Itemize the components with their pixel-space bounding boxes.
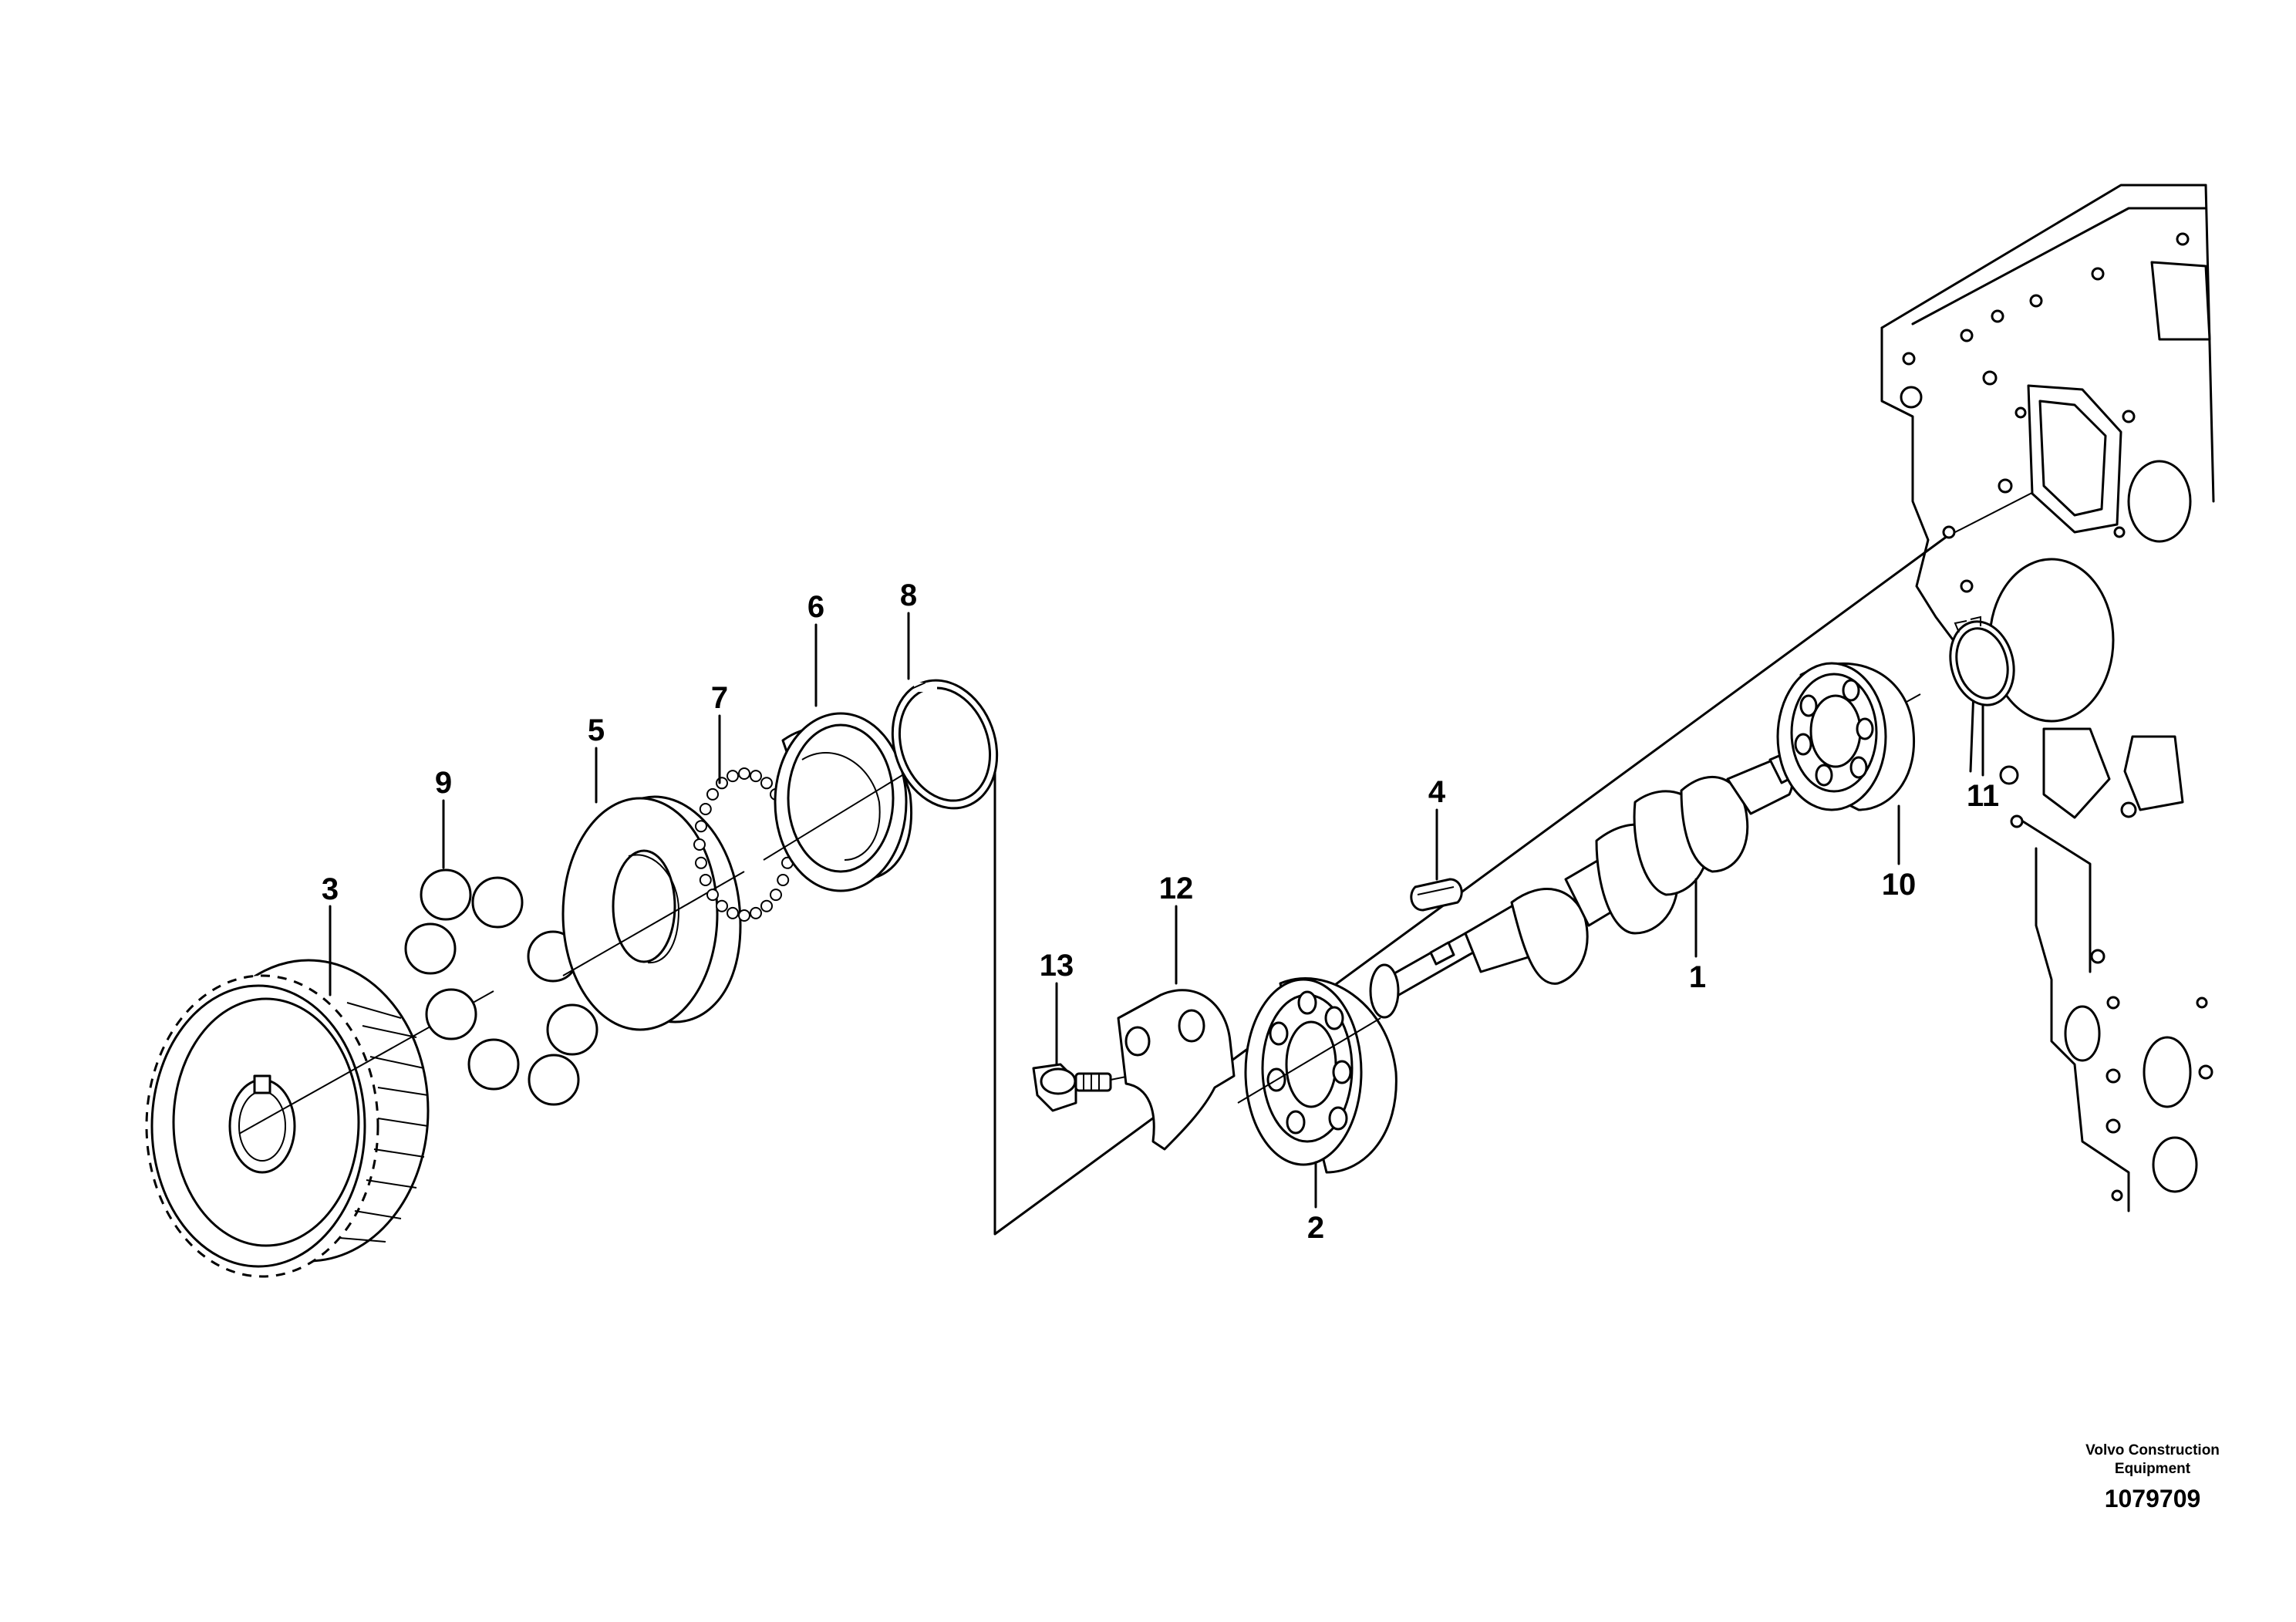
ring-ball — [727, 770, 739, 783]
callout-2: 2 — [1307, 1211, 1324, 1245]
publisher-line-1: Volvo Construction — [2085, 1442, 2220, 1458]
callout-labels: 1 2 3 4 5 6 7 8 9 10 11 12 13 — [322, 578, 1999, 1245]
callout-13: 13 — [1040, 949, 1074, 983]
part-13-bolt — [1032, 1063, 1150, 1112]
ring-ball — [770, 889, 782, 902]
part-8-snap-ring — [891, 679, 999, 810]
part-2-ball-bearing — [1237, 977, 1397, 1174]
ring-ball — [695, 820, 707, 833]
ring-ball — [706, 787, 719, 801]
part-12-retainer-plate — [1117, 989, 1236, 1151]
callout-11: 11 — [1967, 779, 1999, 813]
ring-ball — [716, 777, 728, 790]
ring-ball — [750, 906, 762, 919]
callout-12: 12 — [1159, 872, 1194, 905]
callout-8: 8 — [900, 578, 917, 612]
part-9-steel-balls — [404, 868, 598, 1106]
callout-6: 6 — [807, 590, 824, 624]
ring-ball — [750, 770, 762, 783]
ring-ball — [727, 906, 739, 919]
part-11-circlip — [1949, 615, 2015, 706]
assembly-bracket-lines — [924, 447, 2122, 1236]
ring-ball — [699, 803, 712, 815]
callout-4: 4 — [1428, 775, 1446, 809]
ring-ball — [738, 909, 750, 922]
callout-5: 5 — [588, 713, 605, 747]
ring-ball — [738, 767, 750, 780]
callout-1: 1 — [1689, 960, 1706, 994]
callout-10: 10 — [1882, 868, 1917, 902]
ring-ball — [716, 899, 728, 912]
part-10-ball-bearing — [1776, 662, 1915, 811]
publisher-line-2: Equipment — [2114, 1461, 2191, 1477]
callout-7: 7 — [711, 681, 728, 715]
part-3-helical-gear — [145, 959, 494, 1278]
ring-ball — [695, 856, 707, 869]
part-5-thrust-washer — [561, 795, 745, 1031]
ring-ball — [760, 777, 773, 790]
ring-ball — [760, 899, 773, 912]
engine-block-housing — [1880, 184, 2215, 1212]
part-6-bearing-race — [763, 712, 912, 892]
publisher-block: Volvo Construction Equipment 1079709 — [2052, 1442, 2253, 1516]
callout-3: 3 — [322, 872, 339, 906]
ring-ball — [699, 874, 712, 886]
ring-ball — [706, 889, 719, 902]
document-number: 1079709 — [2104, 1485, 2201, 1512]
ring-ball — [777, 874, 790, 886]
callout-9: 9 — [435, 766, 452, 800]
leader-lines — [329, 612, 1984, 1209]
ring-ball — [693, 838, 706, 851]
part-4-woodruff-key — [1410, 878, 1463, 912]
